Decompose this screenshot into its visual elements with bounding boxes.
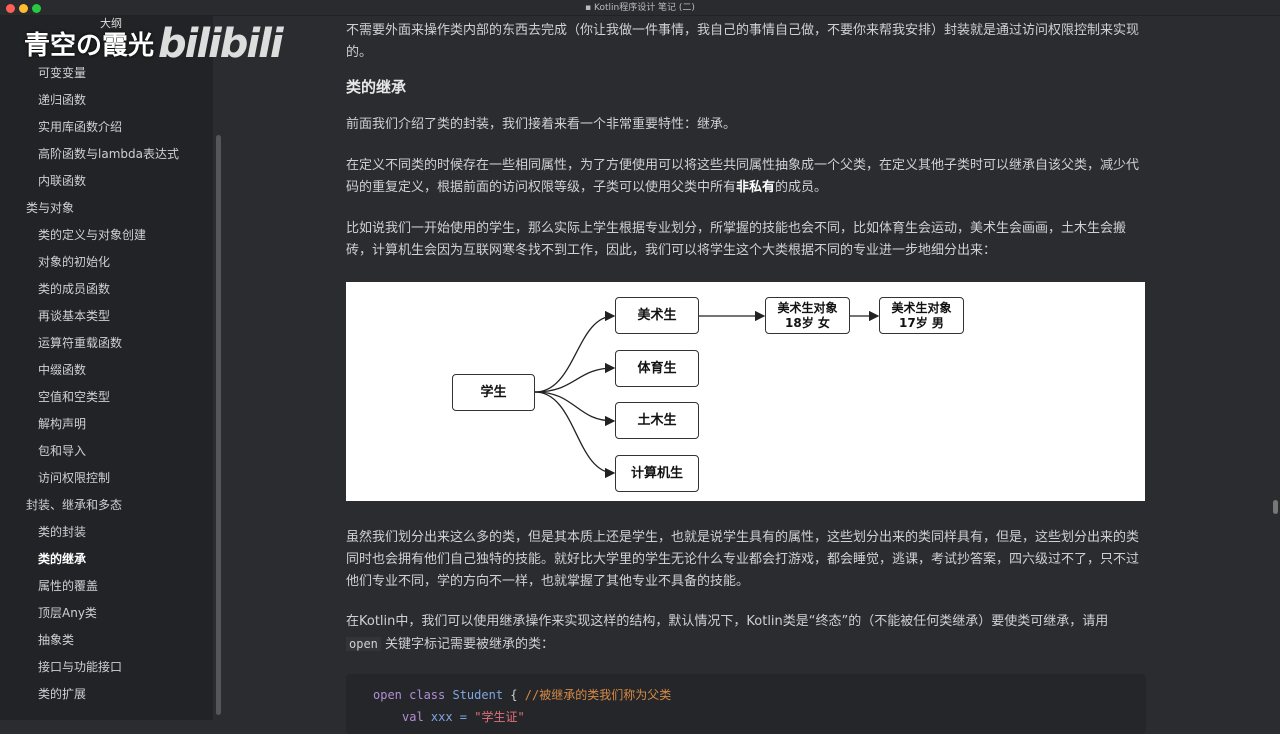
- text: 的成员。: [775, 180, 828, 195]
- sidebar-item[interactable]: 抽象类: [38, 633, 75, 647]
- sidebar-item[interactable]: 空值和空类型: [38, 390, 111, 404]
- paragraph: 比如说我们一开始使用的学生，那么实际上学生根据专业划分，所掌握的技能也会不同，比…: [346, 221, 1127, 258]
- maximize-window-button[interactable]: [32, 4, 41, 13]
- sidebar-item[interactable]: 中缀函数: [38, 363, 87, 377]
- content-scrollbar[interactable]: [1273, 500, 1278, 514]
- diagram-connectors: [534, 310, 880, 479]
- sidebar-item[interactable]: 顶层Any类: [38, 606, 97, 620]
- bilibili-logo: bilibili: [158, 21, 284, 67]
- bold-text: 非私有: [736, 180, 776, 195]
- sidebar-item[interactable]: 包和导入: [38, 444, 87, 458]
- document-icon: ▪: [585, 3, 594, 13]
- sidebar-item[interactable]: 接口与功能接口: [38, 660, 123, 674]
- sidebar-item[interactable]: 类的继承: [38, 552, 87, 566]
- node-child: 体育生: [615, 350, 699, 387]
- sidebar-item[interactable]: 递归函数: [38, 93, 87, 107]
- object-attrs: 18岁 女: [785, 315, 830, 330]
- node-child: 计算机生: [615, 455, 699, 492]
- sidebar-item[interactable]: 内联函数: [38, 174, 87, 188]
- sidebar-item[interactable]: 类的扩展: [38, 687, 87, 701]
- node-child: 美术生: [615, 297, 699, 334]
- sidebar-item[interactable]: 类的成员函数: [38, 282, 111, 296]
- sidebar-item[interactable]: 可变变量: [38, 66, 87, 80]
- paragraph: 在Kotlin中，我们可以使用继承操作来实现这样的结构，默认情况下，Kotlin…: [346, 611, 1146, 656]
- text: 关键字标记需要被继承的类：: [385, 637, 555, 652]
- sidebar-scrollbar[interactable]: [216, 135, 221, 715]
- title-bar: ▪ Kotlin程序设计 笔记 (二): [0, 0, 1280, 16]
- sidebar-item[interactable]: 对象的初始化: [38, 255, 111, 269]
- paragraph: 虽然我们划分出来这么多的类，但是其本质上还是学生，也就是说学生具有的属性，这些划…: [346, 530, 1140, 589]
- code-line: open class Student { //被继承的类我们称为父类: [373, 688, 672, 702]
- outline-label: 大纲: [100, 17, 122, 30]
- watermark-channel: 青空の霞光: [24, 31, 155, 61]
- object-name: 美术生对象: [777, 300, 838, 315]
- sidebar-item[interactable]: 类与对象: [26, 201, 75, 215]
- sidebar-item[interactable]: 类的定义与对象创建: [38, 228, 147, 242]
- node-root: 学生: [452, 374, 535, 411]
- window-title: Kotlin程序设计 笔记 (二): [594, 3, 695, 13]
- sidebar-item[interactable]: 封装、继承和多态: [26, 498, 123, 512]
- sidebar-item[interactable]: 再谈基本类型: [38, 309, 111, 323]
- minimize-window-button[interactable]: [19, 4, 28, 13]
- edge: [534, 391, 616, 427]
- text: 在定义不同类的时候存在一些相同属性，为了方便使用可以将这些共同属性抽象成一个父类…: [346, 158, 1140, 195]
- edge: [534, 391, 616, 479]
- code-line: val xxx = "学生证": [402, 710, 525, 724]
- sidebar-item[interactable]: 类的封装: [38, 525, 87, 539]
- object-name: 美术生对象: [891, 300, 952, 315]
- sidebar-item[interactable]: 解构声明: [38, 417, 87, 431]
- sidebar-item[interactable]: 运算符重载函数: [38, 336, 123, 350]
- inline-code: open: [346, 637, 381, 651]
- sidebar-item[interactable]: 访问权限控制: [38, 471, 111, 485]
- node-child: 土木生: [615, 402, 699, 439]
- sidebar-item[interactable]: 属性的覆盖: [38, 579, 99, 593]
- paragraph-intro-tail: 不需要外面来操作类内部的东西去完成（你让我做一件事情，我自己的事情自己做，不要你…: [346, 23, 1140, 60]
- edge: [534, 362, 616, 393]
- edge: [534, 310, 616, 393]
- close-window-button[interactable]: [6, 4, 15, 13]
- code-block[interactable]: open class Student { //被继承的类我们称为父类 val x…: [346, 674, 1146, 734]
- outline-sidebar: [0, 16, 213, 720]
- sidebar-item[interactable]: 实用库函数介绍: [38, 120, 123, 134]
- section-heading: 类的继承: [346, 78, 407, 96]
- paragraph: 前面我们介绍了类的封装，我们接着来看一个非常重要特性：继承。: [346, 117, 737, 132]
- sidebar-item[interactable]: 高阶函数与lambda表达式: [38, 147, 179, 161]
- paragraph: 在定义不同类的时候存在一些相同属性，为了方便使用可以将这些共同属性抽象成一个父类…: [346, 155, 1146, 199]
- object-attrs: 17岁 男: [899, 315, 944, 330]
- text: 在Kotlin中，我们可以使用继承操作来实现这样的结构，默认情况下，Kotlin…: [346, 614, 1109, 629]
